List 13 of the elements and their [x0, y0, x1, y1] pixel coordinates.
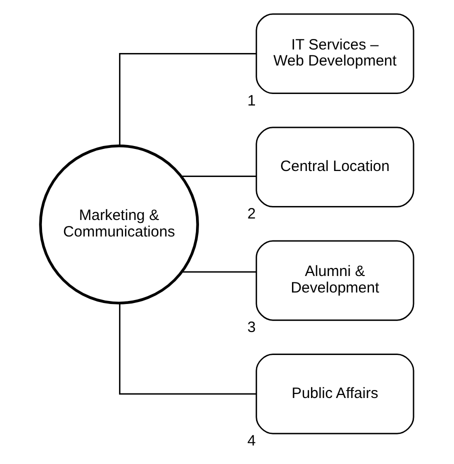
node-label: 2 — [247, 206, 256, 223]
node-label: 3 — [247, 319, 256, 336]
node-box: Alumni & Development — [256, 240, 414, 321]
connector — [182, 176, 256, 177]
node-label: 1 — [247, 92, 256, 110]
node-label: 4 — [247, 432, 256, 450]
connector — [119, 303, 256, 395]
connector — [119, 52, 256, 146]
connector — [182, 271, 256, 273]
node-box: Central Location — [256, 126, 414, 208]
node-box: IT Services – Web Development — [256, 13, 414, 94]
node-circle: Marketing & Communications — [39, 144, 199, 304]
node-box: Public Affairs — [256, 354, 414, 434]
